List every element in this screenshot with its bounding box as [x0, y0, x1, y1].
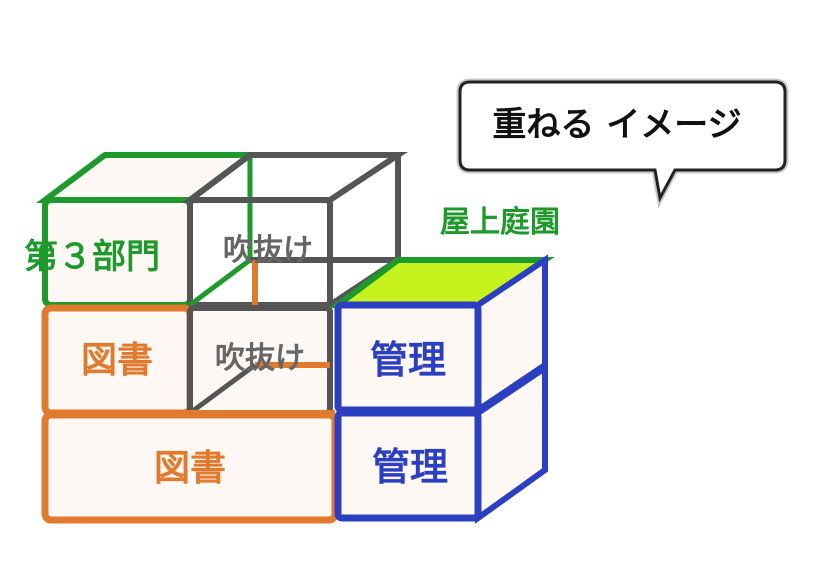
library-lower-label: 図書: [154, 448, 226, 489]
rooftop-garden-label: 屋上庭園: [440, 205, 560, 240]
void-lower-box: [187, 305, 333, 416]
void-lower-label: 吹抜け: [215, 341, 305, 376]
admin-upper-box: [329, 254, 555, 416]
admin-lower-box: [334, 362, 548, 524]
library-upper-label: 図書: [81, 340, 153, 381]
void-upper-label: 吹抜け: [223, 233, 313, 268]
callout-bubble: 重ねる イメージ: [456, 78, 789, 209]
admin-upper-label: 管理: [370, 338, 446, 382]
callout-text: 重ねる イメージ: [492, 105, 741, 145]
dept3-label: 第３部門: [24, 237, 160, 277]
admin-lower-label: 管理: [372, 445, 448, 489]
